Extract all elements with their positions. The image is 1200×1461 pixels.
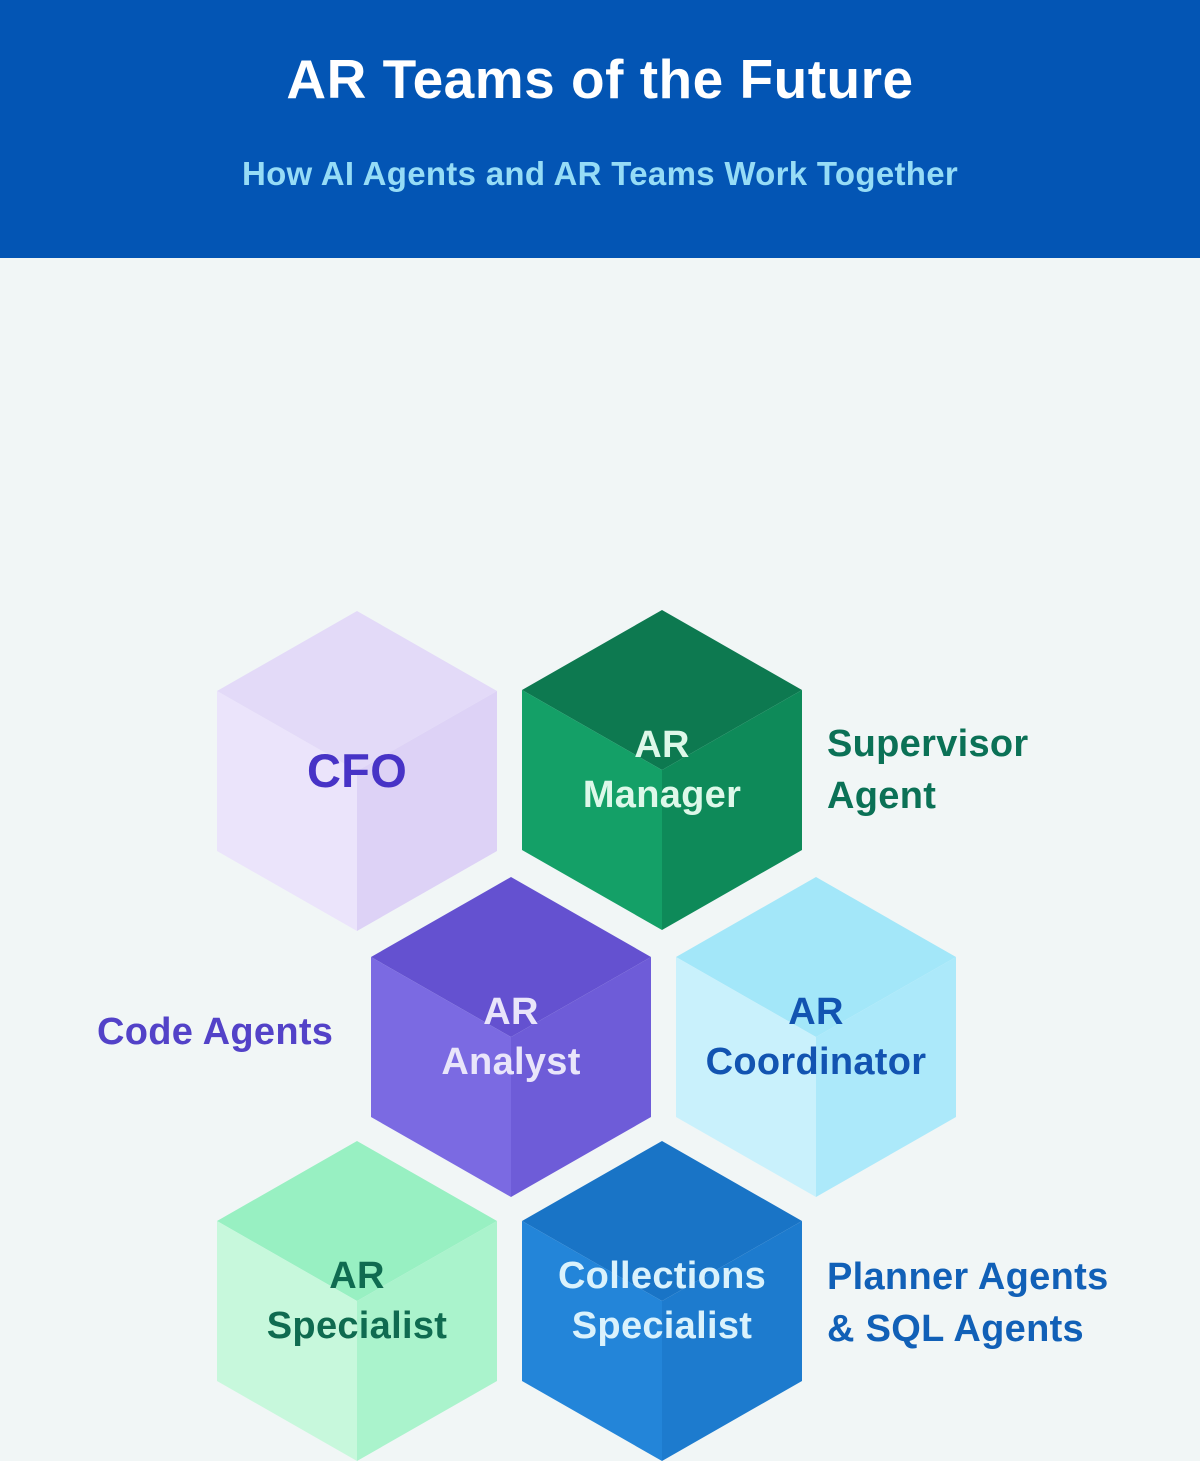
- cube-label-line: Manager: [582, 774, 742, 816]
- cube-label-line: AR: [788, 991, 844, 1033]
- cube-left-face: [217, 691, 357, 931]
- annotation-line: & SQL Agents: [827, 1308, 1084, 1350]
- cube-right-face: [816, 957, 956, 1197]
- cube-left-face: [676, 957, 816, 1197]
- cube-label-line: Analyst: [441, 1041, 581, 1083]
- annotation-line: Code Agents: [97, 1011, 334, 1053]
- cube-ar-specialist: AR Specialist: [217, 1141, 497, 1461]
- cube-label-line: Specialist: [571, 1305, 753, 1347]
- cube-ar-coordinator: AR Coordinator: [676, 877, 956, 1197]
- cube-ar-manager-label: AR Manager: [522, 610, 802, 930]
- annotation-line: Agent: [827, 775, 937, 817]
- cube-collections-specialist: Collections Specialist: [522, 1141, 802, 1461]
- cube-label-line: AR: [634, 724, 690, 766]
- cube-cfo-shape: [217, 611, 497, 931]
- page-title: AR Teams of the Future: [286, 48, 914, 110]
- cube-ar-analyst-label: AR Analyst: [371, 877, 651, 1197]
- header-banner: AR Teams of the Future How AI Agents and…: [0, 0, 1200, 258]
- annotation-supervisor-agent: Supervisor Agent: [827, 718, 1029, 822]
- annotation-code-agents: Code Agents: [97, 1006, 333, 1058]
- cube-left-face: [522, 690, 662, 930]
- cube-left-face: [371, 957, 511, 1197]
- cube-ar-analyst: AR Analyst: [371, 877, 651, 1197]
- cube-collections-specialist-label: Collections Specialist: [522, 1141, 802, 1461]
- cube-label-line: Collections: [557, 1255, 767, 1297]
- cube-right-face: [511, 957, 651, 1197]
- cube-label-line: Specialist: [266, 1305, 448, 1347]
- cube-cfo-label: CFO: [217, 611, 497, 931]
- cube-label-line: AR: [483, 991, 539, 1033]
- cube-ar-coordinator-label: AR Coordinator: [676, 877, 956, 1197]
- cube-ar-coordinator-shape: [676, 877, 956, 1197]
- annotation-line: Supervisor: [827, 723, 1029, 765]
- cube-ar-specialist-label: AR Specialist: [217, 1141, 497, 1461]
- cube-label-line: CFO: [306, 744, 408, 797]
- page-subtitle: How AI Agents and AR Teams Work Together: [241, 155, 959, 192]
- cube-right-face: [357, 691, 497, 931]
- cube-right-face: [662, 690, 802, 930]
- cube-ar-analyst-shape: [371, 877, 651, 1197]
- cube-cfo: CFO: [217, 611, 497, 931]
- cube-label-line: AR: [329, 1255, 385, 1297]
- cube-ar-manager-shape: [522, 610, 802, 930]
- diagram-canvas: CFO AR Manager AR Analyst: [0, 258, 1200, 1461]
- annotation-line: Planner Agents: [827, 1256, 1109, 1298]
- annotation-planner-sql-agents: Planner Agents & SQL Agents: [827, 1251, 1109, 1355]
- cube-label-line: Coordinator: [705, 1041, 927, 1083]
- cube-ar-manager: AR Manager: [522, 610, 802, 930]
